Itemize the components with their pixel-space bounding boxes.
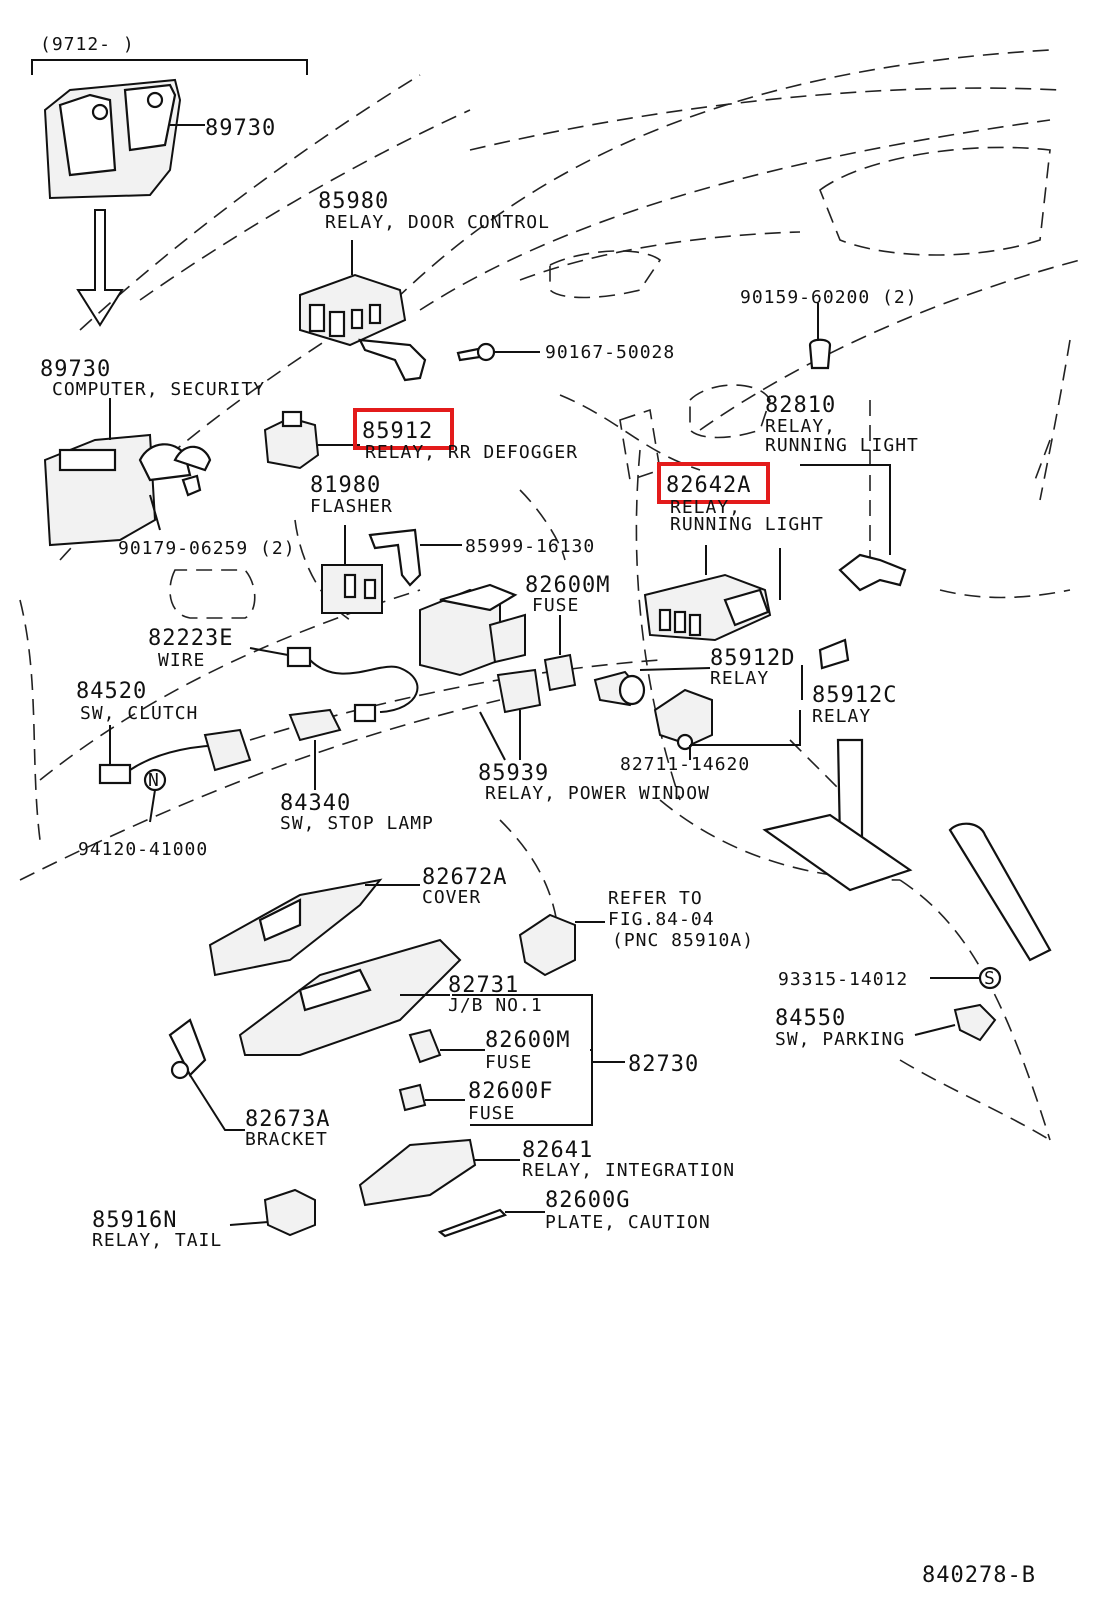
desc-85980: RELAY, DOOR CONTROL [325, 212, 550, 233]
clutch-switch: N [98, 725, 252, 823]
pn-85916n: 85916N [92, 1208, 177, 1233]
refer-line3: (PNC 85910A) [612, 930, 754, 951]
computer-top-bracket [31, 59, 308, 200]
highlight-82642a[interactable] [657, 462, 770, 504]
pn-85939: 85939 [478, 761, 549, 786]
top-range-label: (9712- ) [40, 34, 135, 55]
desc-84340: SW, STOP LAMP [280, 813, 434, 834]
desc2-82642a: RUNNING LIGHT [670, 514, 824, 535]
pn-82600f: 82600F [468, 1079, 553, 1104]
pn-90167: 90167-50028 [545, 342, 675, 363]
figure-id: 840278-B [922, 1563, 1036, 1588]
junction-block [238, 938, 462, 1056]
pn-82731: 82731 [448, 973, 519, 998]
pn-90159: 90159-60200 (2) [740, 287, 918, 308]
desc-84520: SW, CLUTCH [80, 703, 198, 724]
bracket-82673a [168, 1018, 245, 1131]
down-arrow-icon [76, 209, 124, 327]
clip-90179 [149, 494, 161, 531]
desc2-82810: RUNNING LIGHT [765, 435, 919, 456]
body-outline [19, 49, 1081, 1141]
pn-82673a: 82673A [245, 1107, 330, 1132]
desc-85912c: RELAY [812, 706, 871, 727]
running-light-relay-module [643, 545, 781, 642]
pn-89730-top: 89730 [205, 116, 276, 141]
desc-84550: SW, PARKING [775, 1029, 905, 1050]
desc-82673a: BRACKET [245, 1129, 328, 1150]
relay-85912d [593, 667, 711, 707]
pn-85999: 85999-16130 [465, 536, 595, 557]
desc-89730: COMPUTER, SECURITY [52, 379, 265, 400]
pn-89730: 89730 [40, 357, 111, 382]
pn-85912c: 85912C [812, 683, 897, 708]
bracket-82810 [800, 464, 907, 592]
fuse-82600m [408, 1028, 485, 1064]
pn-84550: 84550 [775, 1006, 846, 1031]
desc-82600g: PLATE, CAUTION [545, 1212, 711, 1233]
pn-90179: 90179-06259 (2) [118, 538, 296, 559]
desc-82672a: COVER [422, 887, 481, 908]
desc1-82810: RELAY, [765, 416, 836, 437]
caution-plate [437, 1208, 545, 1238]
pn-82711: 82711-14620 [620, 754, 750, 775]
pn-82600m-top: 82600M [525, 573, 610, 598]
pn-82672a: 82672A [422, 865, 507, 890]
assembly-82730-bracket [452, 994, 625, 1126]
pn-82600m: 82600M [485, 1028, 570, 1053]
pn-82642a: 82642A [666, 473, 751, 498]
pn-82641: 82641 [522, 1138, 593, 1163]
pn-81980: 81980 [310, 473, 381, 498]
desc-82600m: FUSE [485, 1052, 532, 1073]
pn-85912: 85912 [362, 419, 433, 444]
relay-rr-defogger [263, 410, 360, 470]
refer-line2: FIG.84-04 [608, 909, 715, 930]
desc-82731: J/B NO.1 [448, 995, 543, 1016]
s-symbol-label: S [984, 968, 996, 989]
pn-85912d: 85912D [710, 646, 795, 671]
flasher [321, 525, 383, 614]
highlight-85912[interactable] [353, 408, 454, 450]
refer-relay [518, 913, 605, 977]
bolt-90167 [456, 342, 540, 362]
pn-82810: 82810 [765, 393, 836, 418]
pn-82600g: 82600G [545, 1188, 630, 1213]
pn-94120: 94120-41000 [78, 839, 208, 860]
desc-85939: RELAY, POWER WINDOW [485, 783, 710, 804]
relay-door-control [299, 240, 427, 382]
relay-integration [358, 1138, 520, 1207]
desc1-82642a: RELAY, [670, 497, 741, 518]
bolt-90159 [808, 303, 832, 370]
pn-82223e: 82223E [148, 626, 233, 651]
desc-82223e: WIRE [158, 650, 205, 671]
fuse-82600f [398, 1083, 465, 1112]
desc-82600f: FUSE [468, 1103, 515, 1124]
labels: (9712- ) 89730 85980 RELAY, DOOR CONTROL… [40, 34, 1036, 1588]
pn-82730: 82730 [628, 1052, 699, 1077]
relay-tail [229, 1188, 316, 1237]
desc-81980: FLASHER [310, 496, 393, 517]
pn-93315: 93315-14012 [778, 969, 908, 990]
cover-82672a [208, 878, 420, 977]
stop-lamp-switch [288, 708, 342, 790]
wire-82223e [249, 646, 419, 723]
bracket-85999 [368, 528, 462, 587]
desc-85912: RELAY, RR DEFOGGER [365, 442, 578, 463]
gear-shifter [762, 638, 1052, 962]
desc-82600m-top: FUSE [532, 595, 579, 616]
pn-84520: 84520 [76, 679, 147, 704]
fuse-relay-cluster [419, 583, 577, 761]
pn-84340: 84340 [280, 791, 351, 816]
relay-85912c [653, 665, 803, 760]
refer-line1: REFER TO [608, 888, 703, 909]
desc-82641: RELAY, INTEGRATION [522, 1160, 735, 1181]
n-symbol-label: N [148, 770, 160, 791]
desc-85912d: RELAY [710, 668, 769, 689]
desc-85916n: RELAY, TAIL [92, 1230, 222, 1251]
pn-85980: 85980 [318, 189, 389, 214]
parking-switch: S [914, 966, 1002, 1042]
computer-security-module [43, 398, 212, 547]
